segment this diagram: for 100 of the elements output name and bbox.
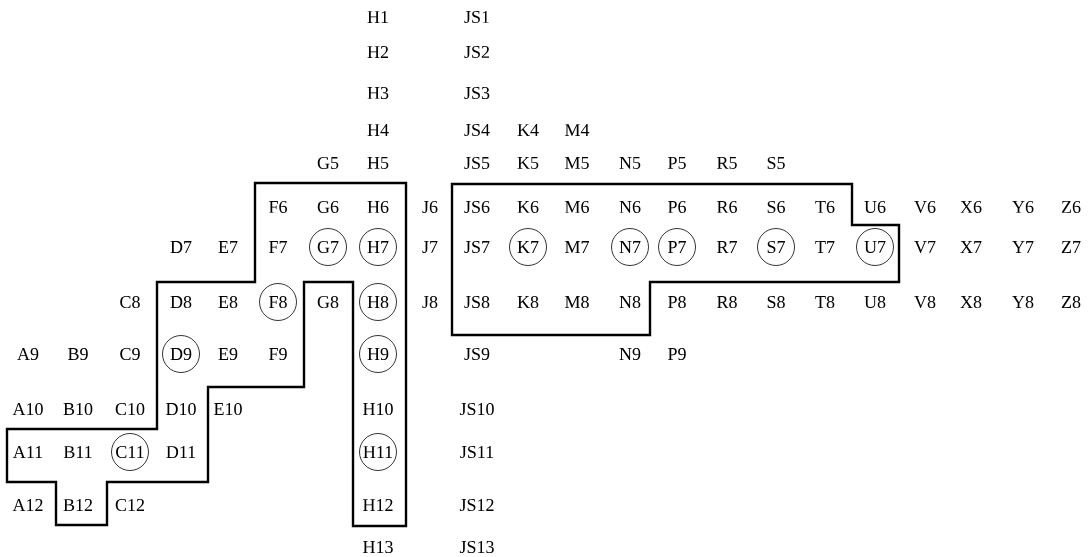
circled-label: H9 (359, 335, 397, 373)
circled-label: K7 (509, 228, 547, 266)
circled-label: N7 (611, 228, 649, 266)
grid-label: E9 (218, 347, 238, 361)
grid-label: P6 (668, 200, 686, 214)
grid-label: H13 (363, 540, 393, 554)
grid-label: A10 (12, 402, 43, 416)
grid-label: J8 (422, 295, 438, 309)
grid-label: H1 (367, 11, 388, 23)
grid-label: JS2 (464, 45, 489, 59)
grid-label: N6 (619, 200, 641, 214)
grid-label: E10 (214, 402, 242, 416)
grid-label: JS6 (464, 200, 490, 214)
grid-label: T8 (815, 295, 835, 309)
grid-label: V7 (914, 240, 936, 254)
grid-label: K8 (517, 295, 539, 309)
grid-label: T6 (815, 200, 835, 214)
grid-label: B12 (63, 499, 92, 511)
grid-label: E7 (218, 241, 238, 253)
grid-label: D11 (166, 446, 196, 458)
grid-label: Y7 (1012, 241, 1034, 253)
grid-label: JS1 (464, 10, 489, 24)
grid-label: H2 (367, 46, 388, 58)
grid-label: G6 (317, 200, 339, 214)
grid-label: JS7 (464, 240, 490, 254)
grid-label: Y8 (1012, 295, 1034, 309)
grid-label: M6 (565, 200, 589, 214)
grid-label: P8 (668, 295, 686, 309)
grid-label: G8 (317, 295, 339, 309)
grid-label: H4 (367, 124, 389, 136)
grid-label: M7 (565, 241, 589, 253)
grid-label: JS11 (460, 445, 494, 459)
grid-label: P9 (668, 347, 686, 361)
grid-label: R8 (717, 295, 737, 309)
grid-label: G5 (317, 156, 339, 170)
grid-label: S8 (767, 295, 785, 309)
grid-label: U8 (864, 295, 886, 309)
grid-label: H5 (367, 157, 389, 169)
grid-label: F9 (269, 347, 287, 361)
grid-label: F7 (269, 241, 287, 253)
grid-label: C12 (115, 498, 144, 512)
grid-label: N8 (619, 295, 641, 309)
grid-label: R5 (717, 157, 737, 169)
grid-label: V8 (914, 295, 936, 309)
grid-label: JS3 (464, 86, 490, 100)
circled-label: C11 (111, 433, 149, 471)
grid-label: J6 (422, 200, 438, 214)
grid-label: R7 (717, 241, 737, 253)
grid-label: A9 (17, 347, 39, 361)
grid-label: H6 (367, 200, 389, 214)
grid-label: Z6 (1061, 200, 1081, 214)
grid-label: M4 (565, 124, 590, 136)
grid-label: H10 (363, 402, 393, 416)
grid-label: H3 (367, 86, 389, 100)
grid-label: JS5 (464, 156, 490, 170)
circled-label: U7 (856, 228, 894, 266)
grid-label: A12 (12, 499, 43, 511)
grid-label: D8 (170, 295, 192, 309)
grid-label: A11 (13, 446, 43, 458)
grid-label: H12 (363, 499, 393, 511)
circled-label: H11 (359, 433, 397, 471)
grid-label: JS4 (464, 123, 490, 137)
grid-label: B10 (63, 402, 93, 416)
circled-label: D9 (162, 335, 200, 373)
grid-label: K4 (517, 124, 539, 136)
grid-label: N9 (619, 347, 641, 361)
grid-label: C8 (120, 295, 140, 309)
grid-label: K5 (517, 157, 539, 169)
grid-label: F6 (269, 200, 287, 214)
grid-label: Y6 (1012, 200, 1034, 214)
grid-label: S5 (767, 156, 785, 170)
grid-label: C10 (115, 402, 145, 416)
grid-label: T7 (815, 241, 835, 253)
circled-label: G7 (309, 228, 347, 266)
grid-label: M8 (565, 295, 589, 309)
grid-label: D10 (166, 402, 196, 416)
grid-label: JS9 (464, 347, 490, 361)
grid-label: JS8 (464, 295, 490, 309)
grid-label: B9 (68, 347, 88, 361)
grid-label: JS13 (459, 540, 494, 554)
grid-label: X8 (960, 295, 982, 309)
grid-label: JS10 (459, 402, 494, 416)
grid-label: R6 (717, 200, 737, 214)
grid-label: X6 (960, 200, 982, 214)
grid-label: E8 (218, 295, 238, 309)
circled-label: S7 (757, 228, 795, 266)
grid-label: JS12 (459, 498, 494, 512)
grid-label: P5 (668, 157, 686, 169)
circled-label: H7 (359, 228, 397, 266)
circled-label: F8 (259, 283, 297, 321)
grid-label: N5 (619, 157, 641, 169)
grid-label: B11 (63, 446, 92, 458)
grid-label: X7 (960, 241, 982, 253)
circled-label: H8 (359, 283, 397, 321)
grid-label: J7 (422, 241, 438, 253)
grid-label: Z8 (1061, 295, 1081, 309)
grid-label: D7 (170, 241, 192, 253)
circled-label: P7 (658, 228, 696, 266)
grid-label: C9 (120, 347, 140, 361)
grid-label: V6 (914, 200, 936, 214)
